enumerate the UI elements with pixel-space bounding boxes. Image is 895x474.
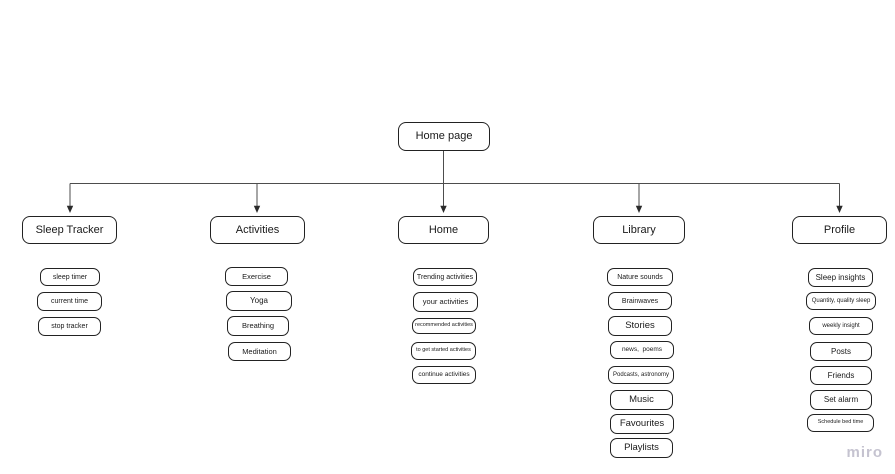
node-label: Exercise bbox=[242, 271, 271, 281]
arrowhead-icon bbox=[66, 205, 74, 213]
node-weekly-insight[interactable]: weekly insight bbox=[809, 317, 873, 335]
node-exercise[interactable]: Exercise bbox=[225, 267, 288, 286]
node-nature-sounds[interactable]: Nature sounds bbox=[607, 268, 673, 286]
node-news-poems[interactable]: news, poems bbox=[610, 341, 674, 359]
node-meditation[interactable]: Meditation bbox=[228, 342, 291, 361]
node-label: Favourites bbox=[619, 418, 665, 430]
node-friends[interactable]: Friends bbox=[810, 366, 872, 385]
node-label: your activities bbox=[422, 297, 469, 307]
node-label: stop tracker bbox=[51, 323, 88, 330]
node-label: Music bbox=[629, 394, 654, 406]
node-sleep-insights[interactable]: Sleep insights bbox=[808, 268, 873, 287]
node-stories[interactable]: Stories bbox=[608, 316, 672, 336]
node-label: Home bbox=[428, 223, 459, 236]
arrowhead-icon bbox=[836, 205, 843, 213]
node-label: Playlists bbox=[624, 442, 659, 454]
node-label: Schedule bed time bbox=[817, 419, 864, 426]
node-sleep-timer[interactable]: sleep timer bbox=[40, 268, 100, 286]
node-label: continue activities bbox=[418, 370, 470, 378]
node-label: Quantity, quality sleep bbox=[811, 298, 871, 304]
node-label: current time bbox=[51, 298, 88, 305]
node-music[interactable]: Music bbox=[610, 390, 673, 410]
node-label: Breathing bbox=[241, 321, 275, 331]
arrowhead-icon bbox=[253, 205, 261, 213]
arrowhead-icon bbox=[440, 205, 447, 213]
node-profile[interactable]: Profile bbox=[792, 216, 887, 244]
node-podcasts-astronomy[interactable]: Podcasts, astronomy bbox=[608, 366, 674, 384]
node-set-alarm[interactable]: Set alarm bbox=[810, 390, 872, 410]
node-label: Home page bbox=[415, 130, 473, 142]
arrowhead-icon bbox=[635, 205, 643, 213]
node-current-time[interactable]: current time bbox=[37, 292, 102, 311]
node-label: Podcasts, astronomy bbox=[612, 372, 670, 378]
node-label: recommended activities bbox=[415, 322, 473, 329]
node-label: Stories bbox=[625, 320, 655, 332]
node-your-activities[interactable]: your activities bbox=[413, 292, 478, 312]
node-home[interactable]: Home bbox=[398, 216, 489, 244]
node-label: Set alarm bbox=[823, 395, 859, 404]
node-label: Friends bbox=[827, 370, 855, 380]
node-sleep-tracker[interactable]: Sleep Tracker bbox=[22, 216, 117, 244]
node-library[interactable]: Library bbox=[593, 216, 685, 244]
node-quantity-quality-sleep[interactable]: Quantity, quality sleep bbox=[806, 292, 876, 310]
miro-logo: miro bbox=[846, 444, 883, 461]
node-label: Profile bbox=[823, 223, 856, 236]
node-posts[interactable]: Posts bbox=[810, 342, 872, 361]
node-label: Posts bbox=[830, 346, 851, 356]
node-home-page[interactable]: Home page bbox=[398, 122, 490, 151]
node-trending-activities[interactable]: Trending activities bbox=[413, 268, 477, 286]
node-label: Nature sounds bbox=[617, 273, 663, 281]
node-label: news, poems bbox=[621, 345, 663, 353]
node-breathing[interactable]: Breathing bbox=[227, 316, 289, 336]
node-label: sleep timer bbox=[52, 273, 88, 281]
node-label: Library bbox=[622, 223, 656, 236]
node-activities[interactable]: Activities bbox=[210, 216, 305, 244]
node-yoga[interactable]: Yoga bbox=[226, 291, 292, 311]
node-label: Sleep Tracker bbox=[35, 223, 104, 236]
node-schedule-bed-time[interactable]: Schedule bed time bbox=[807, 414, 874, 432]
node-label: Sleep insights bbox=[815, 272, 866, 282]
node-favourites[interactable]: Favourites bbox=[610, 414, 674, 434]
node-label: weekly insight bbox=[822, 323, 860, 329]
node-label: Brainwaves bbox=[621, 297, 659, 305]
node-to-get-started-activities[interactable]: to get started activities bbox=[411, 342, 476, 360]
node-label: Meditation bbox=[242, 346, 277, 356]
node-continue-activities[interactable]: continue activities bbox=[412, 366, 476, 384]
node-stop-tracker[interactable]: stop tracker bbox=[38, 317, 101, 336]
node-label: Yoga bbox=[250, 296, 268, 305]
node-recommended-activities[interactable]: recommended activities bbox=[412, 318, 476, 334]
node-label: Trending activities bbox=[416, 273, 474, 281]
node-brainwaves[interactable]: Brainwaves bbox=[608, 292, 672, 310]
node-playlists[interactable]: Playlists bbox=[610, 438, 673, 458]
node-label: to get started activities bbox=[416, 347, 471, 354]
node-label: Activities bbox=[235, 223, 280, 236]
